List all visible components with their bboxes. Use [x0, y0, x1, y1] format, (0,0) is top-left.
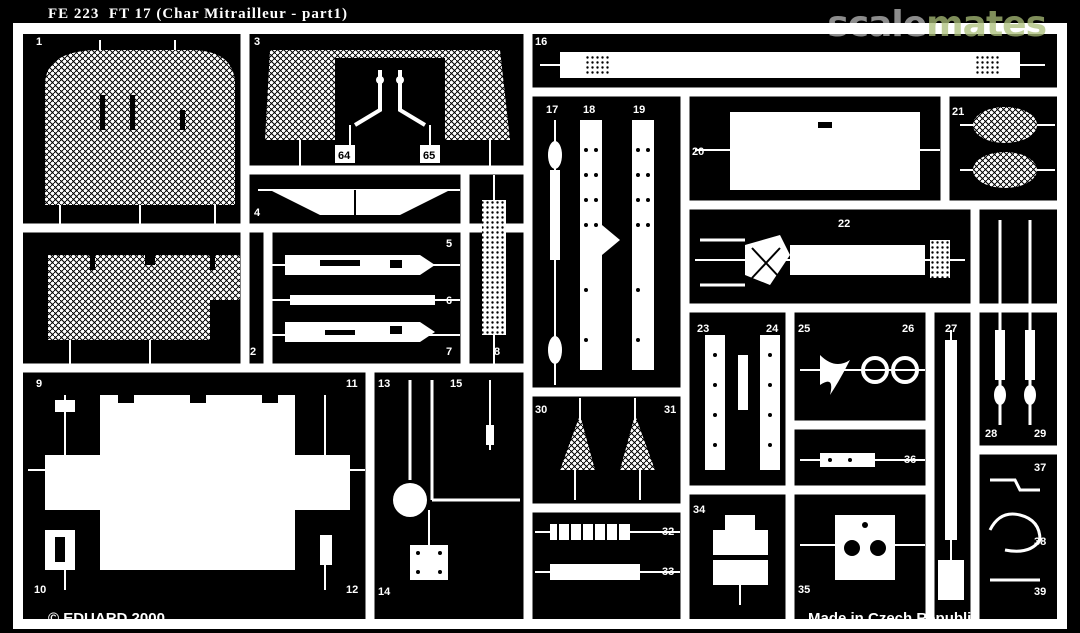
parts-37-39: [988, 478, 1042, 582]
part-label-12: 12: [346, 584, 359, 596]
part-label-6: 6: [446, 295, 453, 307]
parts-30-31: [560, 398, 655, 500]
part-label-26: 26: [902, 323, 915, 335]
part-label-29: 29: [1034, 428, 1047, 440]
parts-32-33: [535, 524, 680, 580]
part-label-3: 3: [254, 36, 261, 48]
part-label-39: 39: [1034, 586, 1047, 598]
part-label-18: 18: [583, 104, 596, 116]
part-16-bar: [540, 52, 1045, 78]
fret-frame: [13, 23, 1067, 629]
part-label-9: 9: [36, 378, 43, 390]
origin-text: Made in Czech Republic: [808, 610, 980, 627]
part-label-65: 65: [423, 150, 436, 162]
part-label-10: 10: [34, 584, 47, 596]
parts-13-15: [393, 380, 520, 580]
part-label-23: 23: [697, 323, 710, 335]
catalog-number: FE 223: [48, 6, 100, 22]
part-35: [800, 515, 925, 580]
part-label-17: 17: [546, 104, 559, 116]
part-4-wedge: [258, 189, 460, 222]
part-label-15: 15: [450, 378, 463, 390]
parts-17-19-strips: [548, 120, 654, 385]
part-label-24: 24: [766, 323, 779, 335]
parts-28-29: [994, 220, 1036, 425]
part-label-22: 22: [838, 218, 851, 230]
part-label-27: 27: [945, 323, 958, 335]
parts-23-24: [705, 335, 780, 470]
part-label-13: 13: [378, 378, 391, 390]
scalemates-watermark: scalemates: [827, 4, 1047, 45]
part-label-35: 35: [798, 584, 811, 596]
part-22: [695, 235, 965, 287]
part-20: [695, 112, 940, 190]
part-label-34: 34: [693, 504, 706, 516]
part-label-64: 64: [338, 150, 351, 162]
fret-title: FE 223 FT 17 (Char Mitrailleur - part1): [48, 6, 348, 23]
part-label-19: 19: [633, 104, 646, 116]
copyright-text: © EDUARD 2000: [48, 610, 165, 627]
part-label-7: 7: [446, 346, 453, 358]
part-36: [800, 453, 925, 467]
parts-25-26: [800, 355, 925, 395]
part-34: [713, 515, 768, 605]
part-label-11: 11: [346, 378, 358, 390]
part-label-2: 2: [250, 346, 257, 358]
part-8-strip: [482, 175, 506, 364]
part-3-panel: [265, 50, 510, 166]
part-label-33: 33: [662, 566, 675, 578]
part-2-panel: [48, 255, 240, 364]
part-label-31: 31: [664, 404, 677, 416]
part-label-38: 38: [1034, 536, 1047, 548]
part-label-36: 36: [904, 454, 917, 466]
part-label-5: 5: [446, 238, 453, 250]
part-label-37: 37: [1034, 462, 1047, 474]
fret-runners: [18, 28, 1062, 624]
part-label-25: 25: [798, 323, 811, 335]
part-label-28: 28: [985, 428, 998, 440]
part-label-21: 21: [952, 106, 965, 118]
part-label-8: 8: [494, 346, 501, 358]
part-1-panel: [45, 40, 235, 224]
part-label-14: 14: [378, 586, 391, 598]
part-label-32: 32: [662, 526, 675, 538]
part-label-16: 16: [535, 36, 548, 48]
part-label-30: 30: [535, 404, 548, 416]
part-label-1: 1: [36, 36, 43, 48]
part-label-20: 20: [692, 146, 705, 158]
fret-title-text: FT 17 (Char Mitrailleur - part1): [108, 6, 348, 22]
part-label-4: 4: [254, 207, 261, 219]
part-21-ovals: [960, 107, 1055, 188]
parts-9-12-box: [28, 395, 365, 590]
parts-5-6-7: [272, 255, 460, 342]
part-27: [938, 330, 964, 600]
